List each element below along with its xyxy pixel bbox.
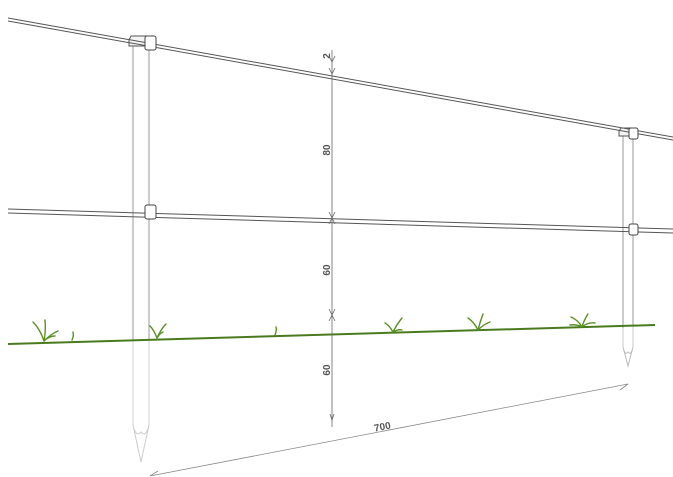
left-top-clip — [144, 35, 157, 51]
vertical-dimension — [328, 50, 336, 427]
right-middle-clip — [628, 223, 639, 236]
middle-wire-arrows — [328, 211, 336, 225]
dimension-label-upper-span: 80 — [322, 144, 333, 156]
left-middle-clip — [144, 204, 157, 220]
top-wire — [7, 17, 673, 141]
ground-line — [7, 324, 656, 345]
mid-span-arrows — [328, 308, 336, 322]
right-post — [618, 127, 638, 368]
grass-tuft — [32, 319, 59, 342]
left-post — [128, 35, 155, 463]
dimension-label-ground-depth: 60 — [322, 364, 333, 376]
middle-wire — [7, 208, 673, 234]
grass-tuft — [467, 313, 491, 331]
grass-tuft — [274, 326, 278, 336]
grass-tufts — [32, 313, 596, 342]
dimension-label-top-gap: 2 — [322, 53, 333, 59]
bottom-arrow — [329, 413, 335, 422]
insulator-clips — [144, 35, 639, 236]
grass-tuft — [569, 313, 596, 328]
grass-tuft — [71, 331, 75, 341]
grass-tuft — [384, 317, 403, 333]
post-spacing-dimension — [149, 383, 629, 477]
top-gap-arrows — [328, 55, 336, 75]
dimension-label-post-spacing: 700 — [373, 420, 392, 434]
right-top-clip — [628, 127, 639, 140]
dimension-label-middle-span: 60 — [322, 264, 333, 276]
grass-tuft — [149, 323, 167, 339]
